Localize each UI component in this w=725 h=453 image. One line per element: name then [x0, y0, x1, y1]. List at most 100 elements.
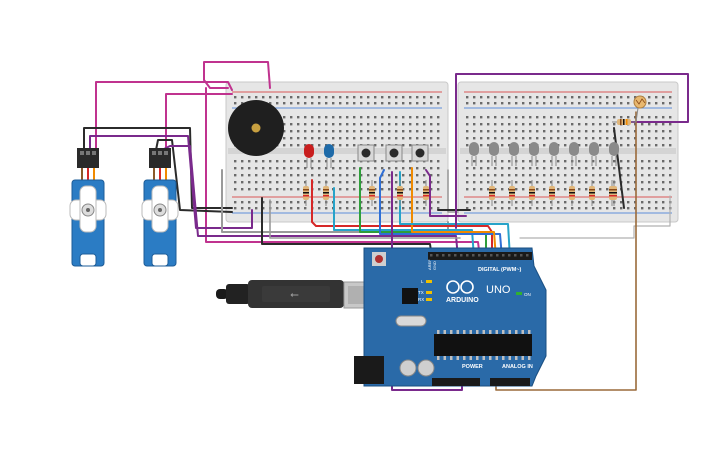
hole: [290, 130, 293, 133]
resistor-right-1[interactable]: [489, 180, 495, 206]
hole: [234, 174, 237, 177]
resistor-right-6[interactable]: [589, 180, 595, 206]
pushbutton-1[interactable]: [357, 144, 375, 162]
hole: [529, 207, 532, 210]
pushbutton-3[interactable]: [411, 144, 429, 162]
hole: [536, 102, 539, 105]
photoresistor[interactable]: [633, 95, 647, 123]
hole: [276, 181, 279, 184]
resistor-right-2[interactable]: [509, 180, 515, 206]
arduino-digital-label: DIGITAL (PWM~): [478, 267, 522, 273]
hole: [543, 130, 546, 133]
hole: [395, 102, 398, 105]
usb-cable[interactable]: ⭠: [216, 280, 389, 309]
hole: [501, 181, 504, 184]
hole: [332, 116, 335, 119]
hole: [501, 144, 504, 147]
hole: [402, 167, 405, 170]
hole: [374, 144, 377, 147]
led-blue[interactable]: [324, 144, 334, 168]
hole: [536, 207, 539, 210]
arduino-uno[interactable]: DIGITAL (PWM~) ARDUINO UNO ON TX RX L PO…: [354, 247, 547, 387]
hole: [255, 174, 258, 177]
led-gray-8[interactable]: [609, 142, 619, 166]
resistor-right-8[interactable]: [611, 180, 617, 206]
led-gray-6[interactable]: [569, 142, 579, 166]
hole: [339, 144, 342, 147]
servo-2[interactable]: [141, 148, 179, 267]
hole: [353, 167, 356, 170]
resistor-left-3[interactable]: [369, 180, 375, 206]
hole: [585, 207, 588, 210]
ldr-resistor[interactable]: [612, 119, 636, 125]
resistor-right-4[interactable]: [549, 180, 555, 206]
hole: [536, 188, 539, 191]
hole: [381, 201, 384, 204]
hole: [466, 116, 469, 119]
hole: [311, 96, 314, 99]
hole: [508, 123, 511, 126]
resistor-right-5[interactable]: [569, 180, 575, 206]
led-gray-4[interactable]: [529, 142, 539, 166]
servo-1[interactable]: [69, 148, 107, 267]
arduino-model: UNO: [486, 284, 511, 296]
led-gray-7[interactable]: [589, 142, 599, 166]
hole: [430, 144, 433, 147]
led-gray-1[interactable]: [469, 142, 479, 166]
resistor-left-5[interactable]: [423, 180, 429, 206]
pushbutton-2[interactable]: [385, 144, 403, 162]
hole: [473, 181, 476, 184]
hole: [339, 123, 342, 126]
hole: [423, 96, 426, 99]
chip-pin: [463, 330, 466, 334]
led-gray-2[interactable]: [489, 142, 499, 166]
piezo-buzzer[interactable]: [228, 100, 284, 156]
hole: [423, 137, 426, 140]
resistor-left-2[interactable]: [323, 180, 329, 206]
hole: [290, 160, 293, 163]
hole: [592, 207, 595, 210]
hole: [388, 123, 391, 126]
hole: [606, 144, 609, 147]
hole: [290, 181, 293, 184]
hole: [515, 130, 518, 133]
hole: [627, 96, 630, 99]
hole: [501, 130, 504, 133]
resistor-left-4[interactable]: [397, 180, 403, 206]
hole: [269, 188, 272, 191]
hole: [360, 102, 363, 105]
led-gray-3[interactable]: [509, 142, 519, 166]
hole: [269, 160, 272, 163]
hole: [269, 174, 272, 177]
hole: [290, 96, 293, 99]
led-gray-5[interactable]: [549, 142, 559, 166]
hole: [381, 144, 384, 147]
hole: [409, 201, 412, 204]
hole: [480, 130, 483, 133]
hole: [353, 174, 356, 177]
hole: [599, 130, 602, 133]
hole: [613, 160, 616, 163]
hole: [290, 144, 293, 147]
hole: [592, 167, 595, 170]
hole: [550, 96, 553, 99]
resistor-right-3[interactable]: [529, 180, 535, 206]
led-red[interactable]: [304, 144, 314, 168]
hole: [627, 102, 630, 105]
hole: [402, 207, 405, 210]
hole: [529, 102, 532, 105]
hole: [283, 102, 286, 105]
hole: [388, 130, 391, 133]
hole: [416, 201, 419, 204]
hole: [304, 167, 307, 170]
hole: [473, 123, 476, 126]
hole: [487, 144, 490, 147]
hole: [543, 102, 546, 105]
chip-pin: [437, 330, 440, 334]
hole: [353, 181, 356, 184]
resistor-left-1[interactable]: [303, 180, 309, 206]
hole: [304, 181, 307, 184]
hole: [550, 181, 553, 184]
hole: [592, 123, 595, 126]
hole: [416, 96, 419, 99]
